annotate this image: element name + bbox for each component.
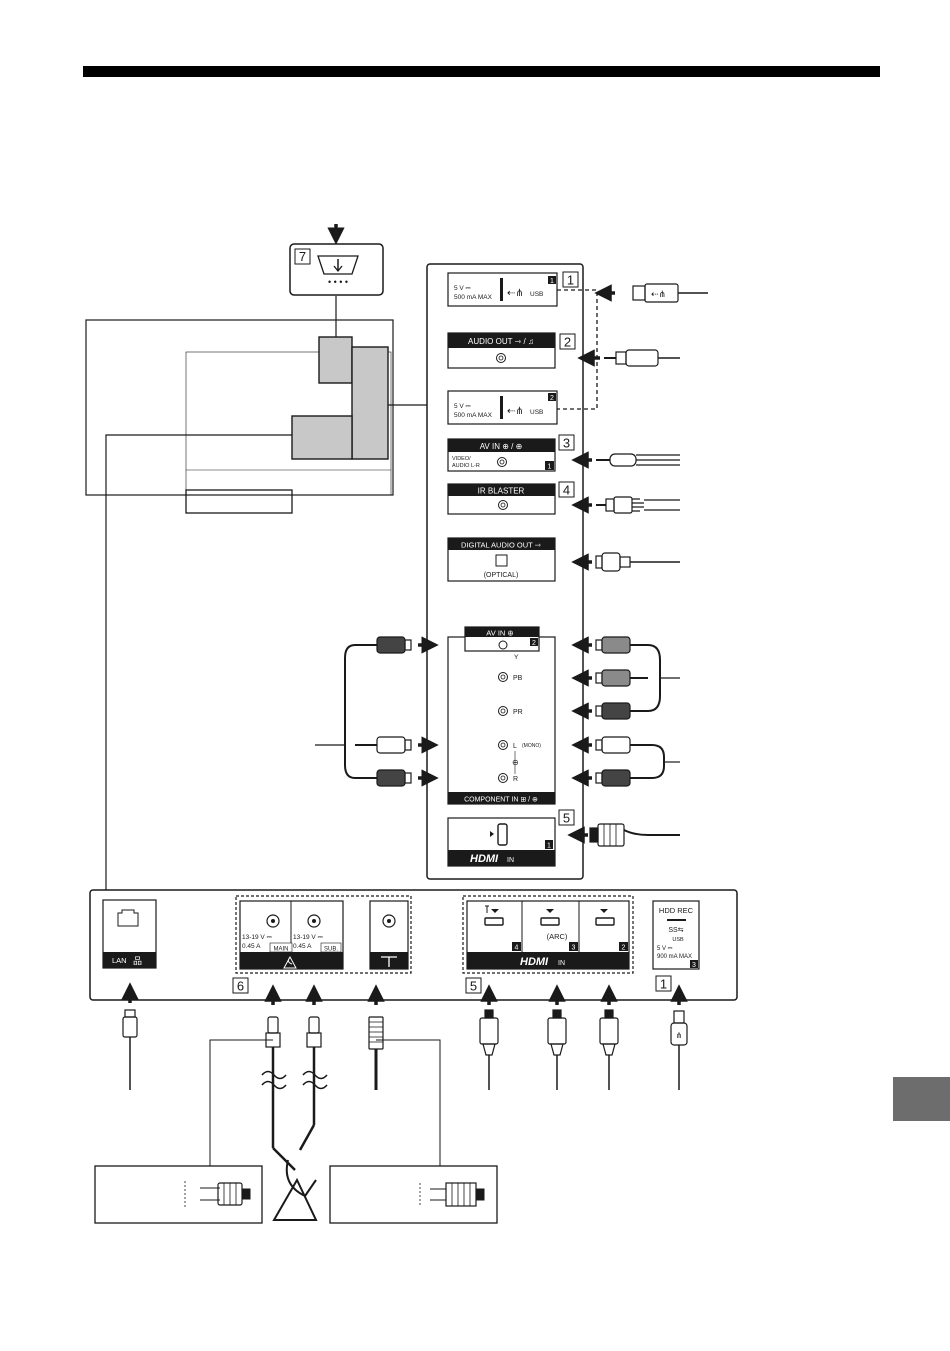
usb-icon: ⇠⋔ (507, 406, 524, 417)
header-rule (83, 66, 880, 77)
svg-text:IN: IN (507, 857, 514, 864)
satellite-terminals: 13-19 V ⎓ 0.45 A 13-19 V ⎓ 0.45 A MAIN S… (239, 900, 409, 970)
svg-text:IR BLASTER: IR BLASTER (478, 487, 525, 496)
digital-audio-out-terminal: DIGITAL AUDIO OUT ⇾ (OPTICAL) (447, 537, 556, 582)
tv-terminal-areas (291, 336, 389, 460)
iec-connector-detail-box (329, 1165, 498, 1224)
svg-text:USB: USB (530, 291, 543, 298)
svg-text:PB: PB (513, 675, 523, 682)
callout-1-side: 1 (567, 273, 574, 288)
left-cables (315, 636, 439, 787)
svg-text:900 mA MAX: 900 mA MAX (657, 954, 692, 960)
f-connector-detail-box (94, 1165, 263, 1224)
svg-text:⊖: ⊖ (512, 758, 519, 767)
right-cables: ⇠⋔ (567, 283, 708, 847)
svg-text:500 mA MAX: 500 mA MAX (454, 294, 493, 301)
svg-text:(OPTICAL): (OPTICAL) (484, 572, 519, 579)
svg-text:13-19 V ⎓: 13-19 V ⎓ (293, 934, 323, 941)
svg-text:HDD REC: HDD REC (659, 906, 694, 915)
component-in-terminal: AV IN ⊕ 2 Y PB PR L (MONO) ⊖ R COMPONENT… (447, 626, 556, 805)
svg-text:5 V ⎓: 5 V ⎓ (657, 946, 673, 952)
svg-text:500 mA MAX: 500 mA MAX (454, 412, 493, 419)
usb-icon: ⇠⋔ (507, 288, 524, 299)
usb-3-hdd-terminal: HDD REC SS⇆ USB 5 V ⎓ 900 mA MAX 3 (652, 900, 700, 970)
svg-text:2: 2 (550, 395, 554, 402)
av-in-1-terminal: AV IN ⊕ / ⊕ VIDEO/ AUDIO L-R 1 (447, 438, 556, 472)
callout-3: 3 (563, 436, 570, 451)
svg-text:• • • •: • • • • (328, 277, 348, 287)
callout-6: 6 (237, 979, 244, 994)
svg-text:2: 2 (532, 640, 536, 647)
satellite-dish-icon (272, 1159, 318, 1221)
bottom-terminal-panel (89, 889, 738, 1001)
svg-text:AV IN ⊕: AV IN ⊕ (486, 629, 513, 638)
callout-7: 7 (299, 249, 306, 264)
svg-text:HDMI: HDMI (520, 956, 549, 968)
svg-text:5 V ⎓: 5 V ⎓ (454, 285, 471, 292)
bottom-cables: ⋔ (121, 982, 688, 1221)
network-icon: 品 (133, 956, 142, 966)
lan-terminal: LAN 品 (102, 899, 157, 969)
hdmi-bottom-terminals: (ARC) 4 3 2 HDMI IN (466, 900, 630, 970)
svg-text:3: 3 (572, 945, 576, 952)
svg-text:0.45 A: 0.45 A (242, 943, 261, 950)
svg-text:4: 4 (515, 945, 519, 952)
callout-4: 4 (563, 483, 570, 498)
svg-text:(ARC): (ARC) (547, 932, 568, 941)
svg-text:(MONO): (MONO) (522, 743, 541, 749)
svg-text:1: 1 (547, 843, 551, 850)
svg-text:1: 1 (548, 464, 552, 471)
page-tab (893, 1077, 950, 1121)
svg-text:SS⇆: SS⇆ (668, 927, 683, 934)
satellite-dish-icon (283, 955, 297, 969)
svg-text:SUB.: SUB. (324, 947, 338, 953)
callout-1-bottom: 1 (660, 977, 667, 992)
svg-text:13-19 V ⎓: 13-19 V ⎓ (242, 934, 272, 941)
svg-text:L: L (513, 743, 517, 750)
svg-text:⇠⋔: ⇠⋔ (651, 289, 666, 299)
audio-out-terminal: AUDIO OUT ⇾ / ♫ (447, 332, 556, 369)
antenna-icon (381, 956, 397, 967)
usb-2-terminal: 5 V ⎓ 500 mA MAX ⇠⋔ USB 2 (447, 390, 558, 425)
svg-text:1: 1 (550, 278, 554, 285)
svg-text:COMPONENT IN ⊞ / ⊕: COMPONENT IN ⊞ / ⊕ (464, 797, 538, 804)
svg-text:AUDIO L-R: AUDIO L-R (452, 463, 480, 469)
svg-text:MAIN: MAIN (274, 947, 289, 953)
svg-text:AV IN ⊕ / ⊕: AV IN ⊕ / ⊕ (480, 442, 523, 451)
tv-back (85, 319, 394, 514)
svg-text:LAN: LAN (112, 956, 127, 965)
svg-text:VIDEO/: VIDEO/ (452, 456, 471, 462)
svg-text:R: R (513, 776, 518, 783)
svg-text:Y: Y (514, 654, 519, 661)
svg-text:HDMI: HDMI (470, 853, 499, 865)
svg-text:USB: USB (672, 937, 684, 943)
svg-text:3: 3 (692, 962, 696, 969)
callout-5-bottom: 5 (470, 979, 477, 994)
usb-1-terminal: 5 V ⎓ 500 mA MAX ⇠⋔ USB 1 (447, 272, 558, 307)
svg-text:DIGITAL AUDIO OUT ⇾: DIGITAL AUDIO OUT ⇾ (461, 541, 542, 550)
svg-text:IN: IN (558, 960, 565, 967)
svg-text:⋔: ⋔ (676, 1031, 683, 1040)
svg-text:5 V ⎓: 5 V ⎓ (454, 403, 471, 410)
svg-text:AUDIO OUT ⇾ / ♫: AUDIO OUT ⇾ / ♫ (468, 337, 534, 346)
callout-5-side: 5 (563, 811, 570, 826)
hdmi-1-terminal: HDMI IN 1 (447, 817, 556, 867)
callout-7-box: 7 • • • • (289, 224, 384, 296)
svg-text:PR: PR (513, 709, 523, 716)
svg-text:2: 2 (622, 945, 626, 952)
svg-text:0.45 A: 0.45 A (293, 943, 312, 950)
side-terminal-panel (426, 263, 584, 880)
ir-blaster-terminal: IR BLASTER (447, 483, 556, 515)
svg-text:USB: USB (530, 409, 543, 416)
callout-2: 2 (564, 335, 571, 350)
